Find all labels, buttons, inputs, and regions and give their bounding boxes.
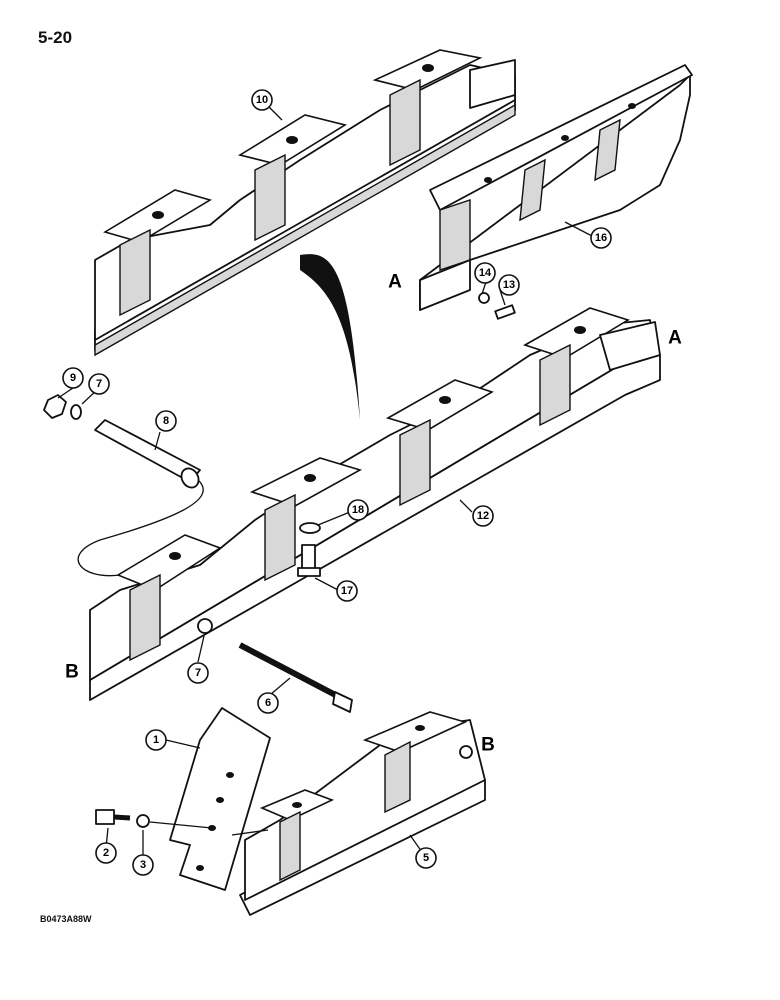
svg-text:5: 5 [423,852,429,864]
bottom-track-guide [239,711,486,916]
washer-14 [478,292,490,304]
ref-letter-a-right: A [668,328,682,349]
right-guide-top-plate [429,64,693,211]
callout-leaders [57,99,593,858]
assembly-arrow [300,254,360,420]
callout-18: 18 [347,499,369,521]
middle-rail-base [89,354,661,701]
callout-5: 5 [415,847,437,869]
svg-text:12: 12 [477,510,489,522]
svg-text:7: 7 [96,378,102,390]
svg-text:2: 2 [103,847,109,859]
bottom-end-stud [459,745,473,759]
washer-7-upper [70,404,82,420]
page-number: 5-20 [38,28,73,47]
callout-8: 8 [155,410,177,432]
ref-letter-a-upper: A [388,272,402,293]
callout-2: 2 [95,842,117,864]
bolt-6-head [332,691,353,713]
right-guide-bottom [419,259,471,311]
bottom-pad-2 [362,711,468,753]
ref-letter-b-right: B [481,735,495,756]
svg-text:13: 13 [503,279,515,291]
upper-track-guide [94,49,516,357]
callout-1: 1 [145,729,167,751]
upper-rail-end-plate [469,59,516,109]
svg-text:7: 7 [195,667,201,679]
right-track-guide [419,64,693,320]
svg-text:3: 3 [140,859,146,871]
svg-text:14: 14 [479,267,492,279]
washer-18 [299,522,321,534]
svg-text:18: 18 [352,504,364,516]
callout-7-lower: 7 [187,662,209,684]
middle-track-guide [89,307,661,701]
callout-6: 6 [257,692,279,714]
middle-pad-3 [385,379,494,431]
middle-pad-2 [249,457,363,507]
svg-text:6: 6 [265,697,271,709]
svg-text:8: 8 [163,415,169,427]
ref-letter-b-left: B [65,662,79,683]
bolt-13 [494,304,516,320]
callout-13: 13 [498,274,520,296]
callout-7-upper: 7 [88,373,110,395]
svg-text:17: 17 [341,585,353,597]
pin-8 [94,419,201,483]
pin-assembly [43,394,204,577]
fastener-group [197,522,353,713]
callout-14: 14 [474,262,496,284]
svg-text:10: 10 [256,94,268,106]
bolt-17-head [297,567,321,577]
bolt-6-shank [238,642,347,703]
callout-12: 12 [472,505,494,527]
middle-rail-end-plate [599,321,661,371]
callout-16: 16 [590,227,612,249]
svg-text:9: 9 [70,372,76,384]
callout-3: 3 [132,854,154,876]
callout-9: 9 [62,367,84,389]
bolt-2-shank [113,814,131,821]
nut-9 [43,394,67,419]
washer-3 [136,814,150,828]
bolt-2-head [95,809,115,825]
pin-leader [77,479,204,577]
drawing-code: B0473A88W [40,914,92,924]
callout-17: 17 [336,580,358,602]
svg-text:16: 16 [595,232,607,244]
washer-7-lower [197,618,213,634]
wear-plate-group [95,707,271,891]
svg-text:1: 1 [153,734,159,746]
callout-10: 10 [251,89,273,111]
